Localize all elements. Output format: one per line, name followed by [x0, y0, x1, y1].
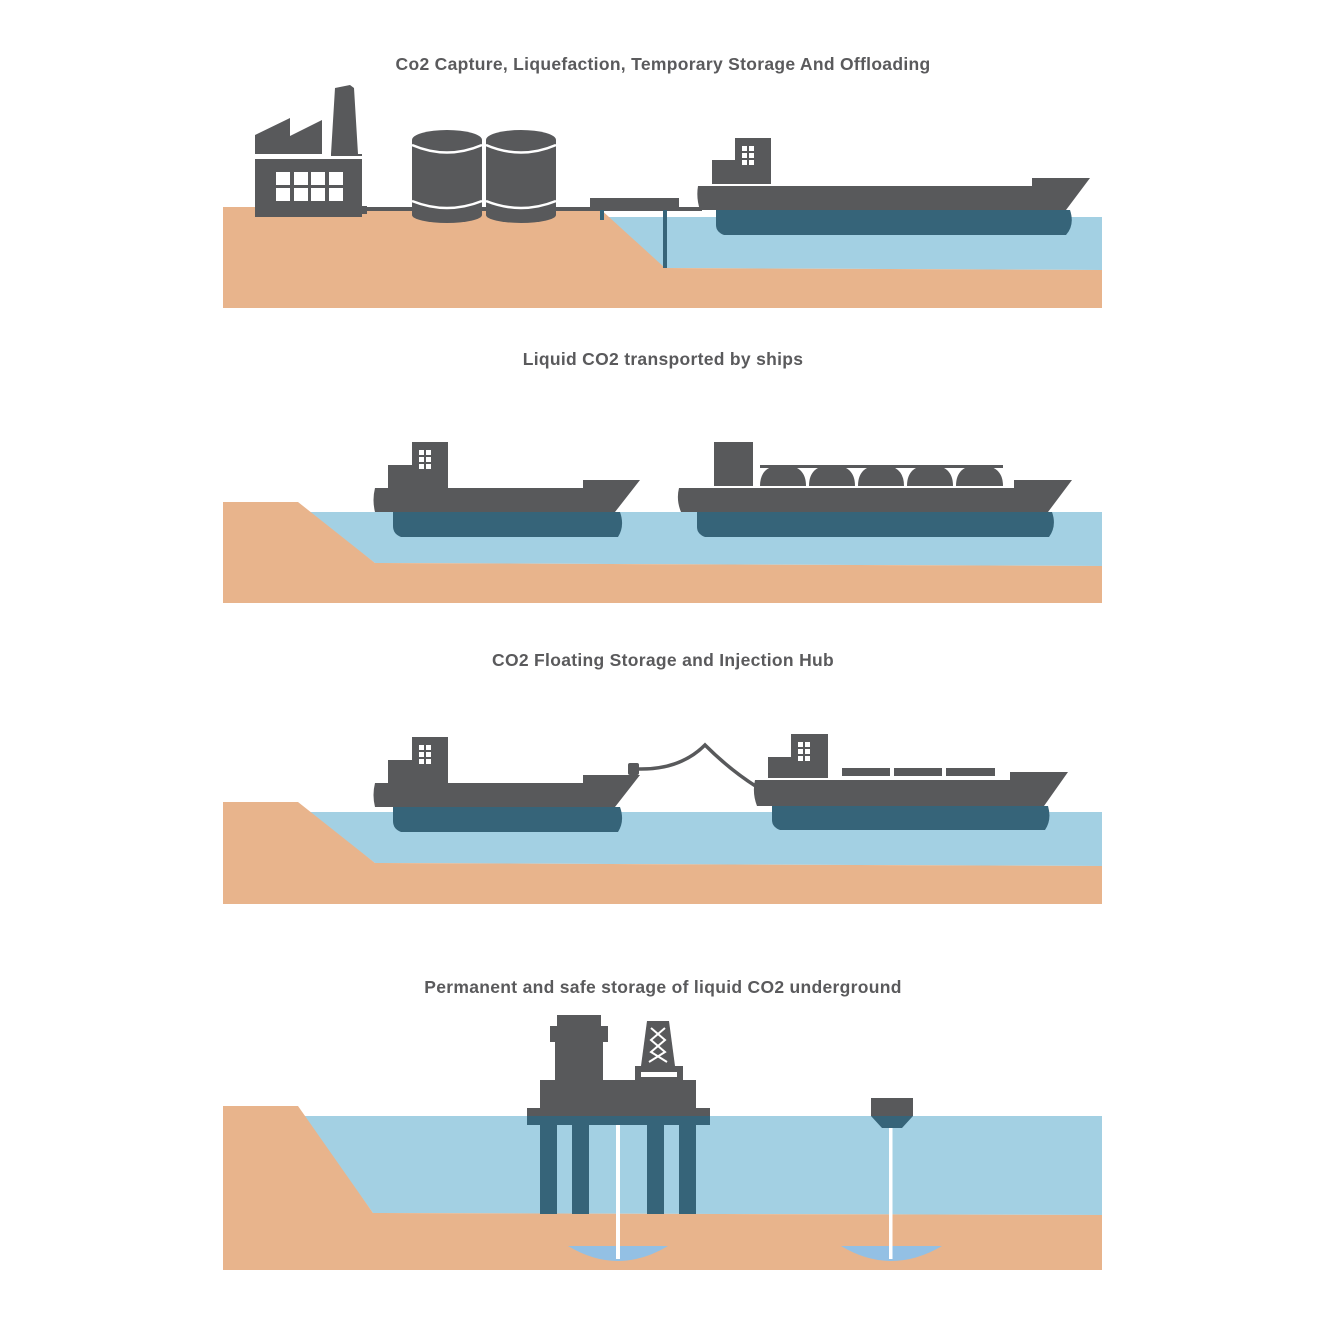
lng-carrier-icon: [677, 442, 1072, 537]
panel-title: Liquid CO2 transported by ships: [523, 349, 804, 369]
panel-storage: Permanent and safe storage of liquid CO2…: [223, 977, 1102, 1270]
seabed: [223, 802, 1102, 904]
panel-title: Co2 Capture, Liquefaction, Temporary Sto…: [396, 54, 931, 74]
seabed: [223, 1106, 1102, 1270]
panel-capture: Co2 Capture, Liquefaction, Temporary Sto…: [223, 54, 1102, 308]
storage-tanks-icon: [411, 130, 557, 223]
transfer-hose-icon: [628, 742, 758, 789]
seabed: [223, 207, 1102, 308]
jetty-icon: [590, 198, 679, 268]
panel-title: CO2 Floating Storage and Injection Hub: [492, 650, 834, 670]
injection-buoy-icon: [871, 1098, 913, 1259]
transport-ship-icon: [373, 442, 640, 537]
panel-title: Permanent and safe storage of liquid CO2…: [424, 977, 901, 997]
offshore-platform-icon: [527, 1015, 710, 1259]
panel-transport: Liquid CO2 transported by ships: [223, 349, 1102, 603]
factory-icon: [255, 85, 367, 217]
ship-loading-icon: [697, 138, 1090, 235]
shuttle-ship-icon: [373, 737, 640, 832]
floating-storage-hub-icon: [753, 734, 1068, 830]
water: [303, 1116, 1102, 1215]
seabed: [223, 502, 1102, 603]
panel-hub: CO2 Floating Storage and Injection Hub: [223, 650, 1102, 904]
